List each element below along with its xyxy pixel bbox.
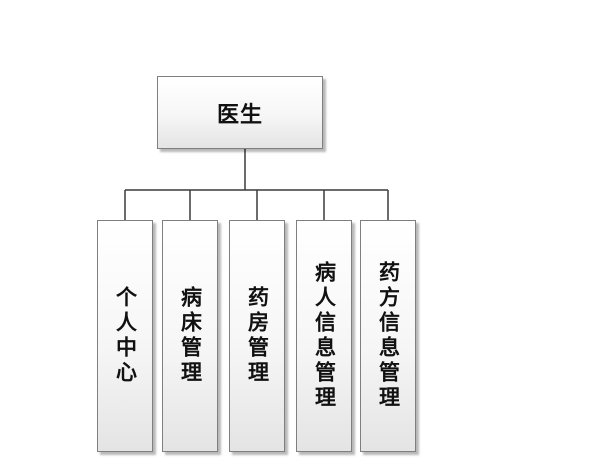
child-node-prescription-info-management: 药方信息管理 [360, 220, 416, 452]
root-node-doctor: 医生 [157, 76, 323, 149]
child-node-label: 病床管理 [178, 286, 203, 386]
root-node-label: 医生 [216, 102, 263, 128]
child-node-personal-center: 个人中心 [97, 220, 153, 452]
child-node-bed-management: 病床管理 [162, 220, 218, 452]
child-node-label: 药房管理 [245, 286, 270, 386]
child-node-patient-info-management: 病人信息管理 [296, 220, 352, 452]
child-node-label: 病人信息管理 [312, 261, 337, 411]
child-node-pharmacy-management: 药房管理 [229, 220, 285, 452]
child-node-label: 个人中心 [113, 286, 138, 386]
child-node-label: 药方信息管理 [376, 261, 401, 411]
